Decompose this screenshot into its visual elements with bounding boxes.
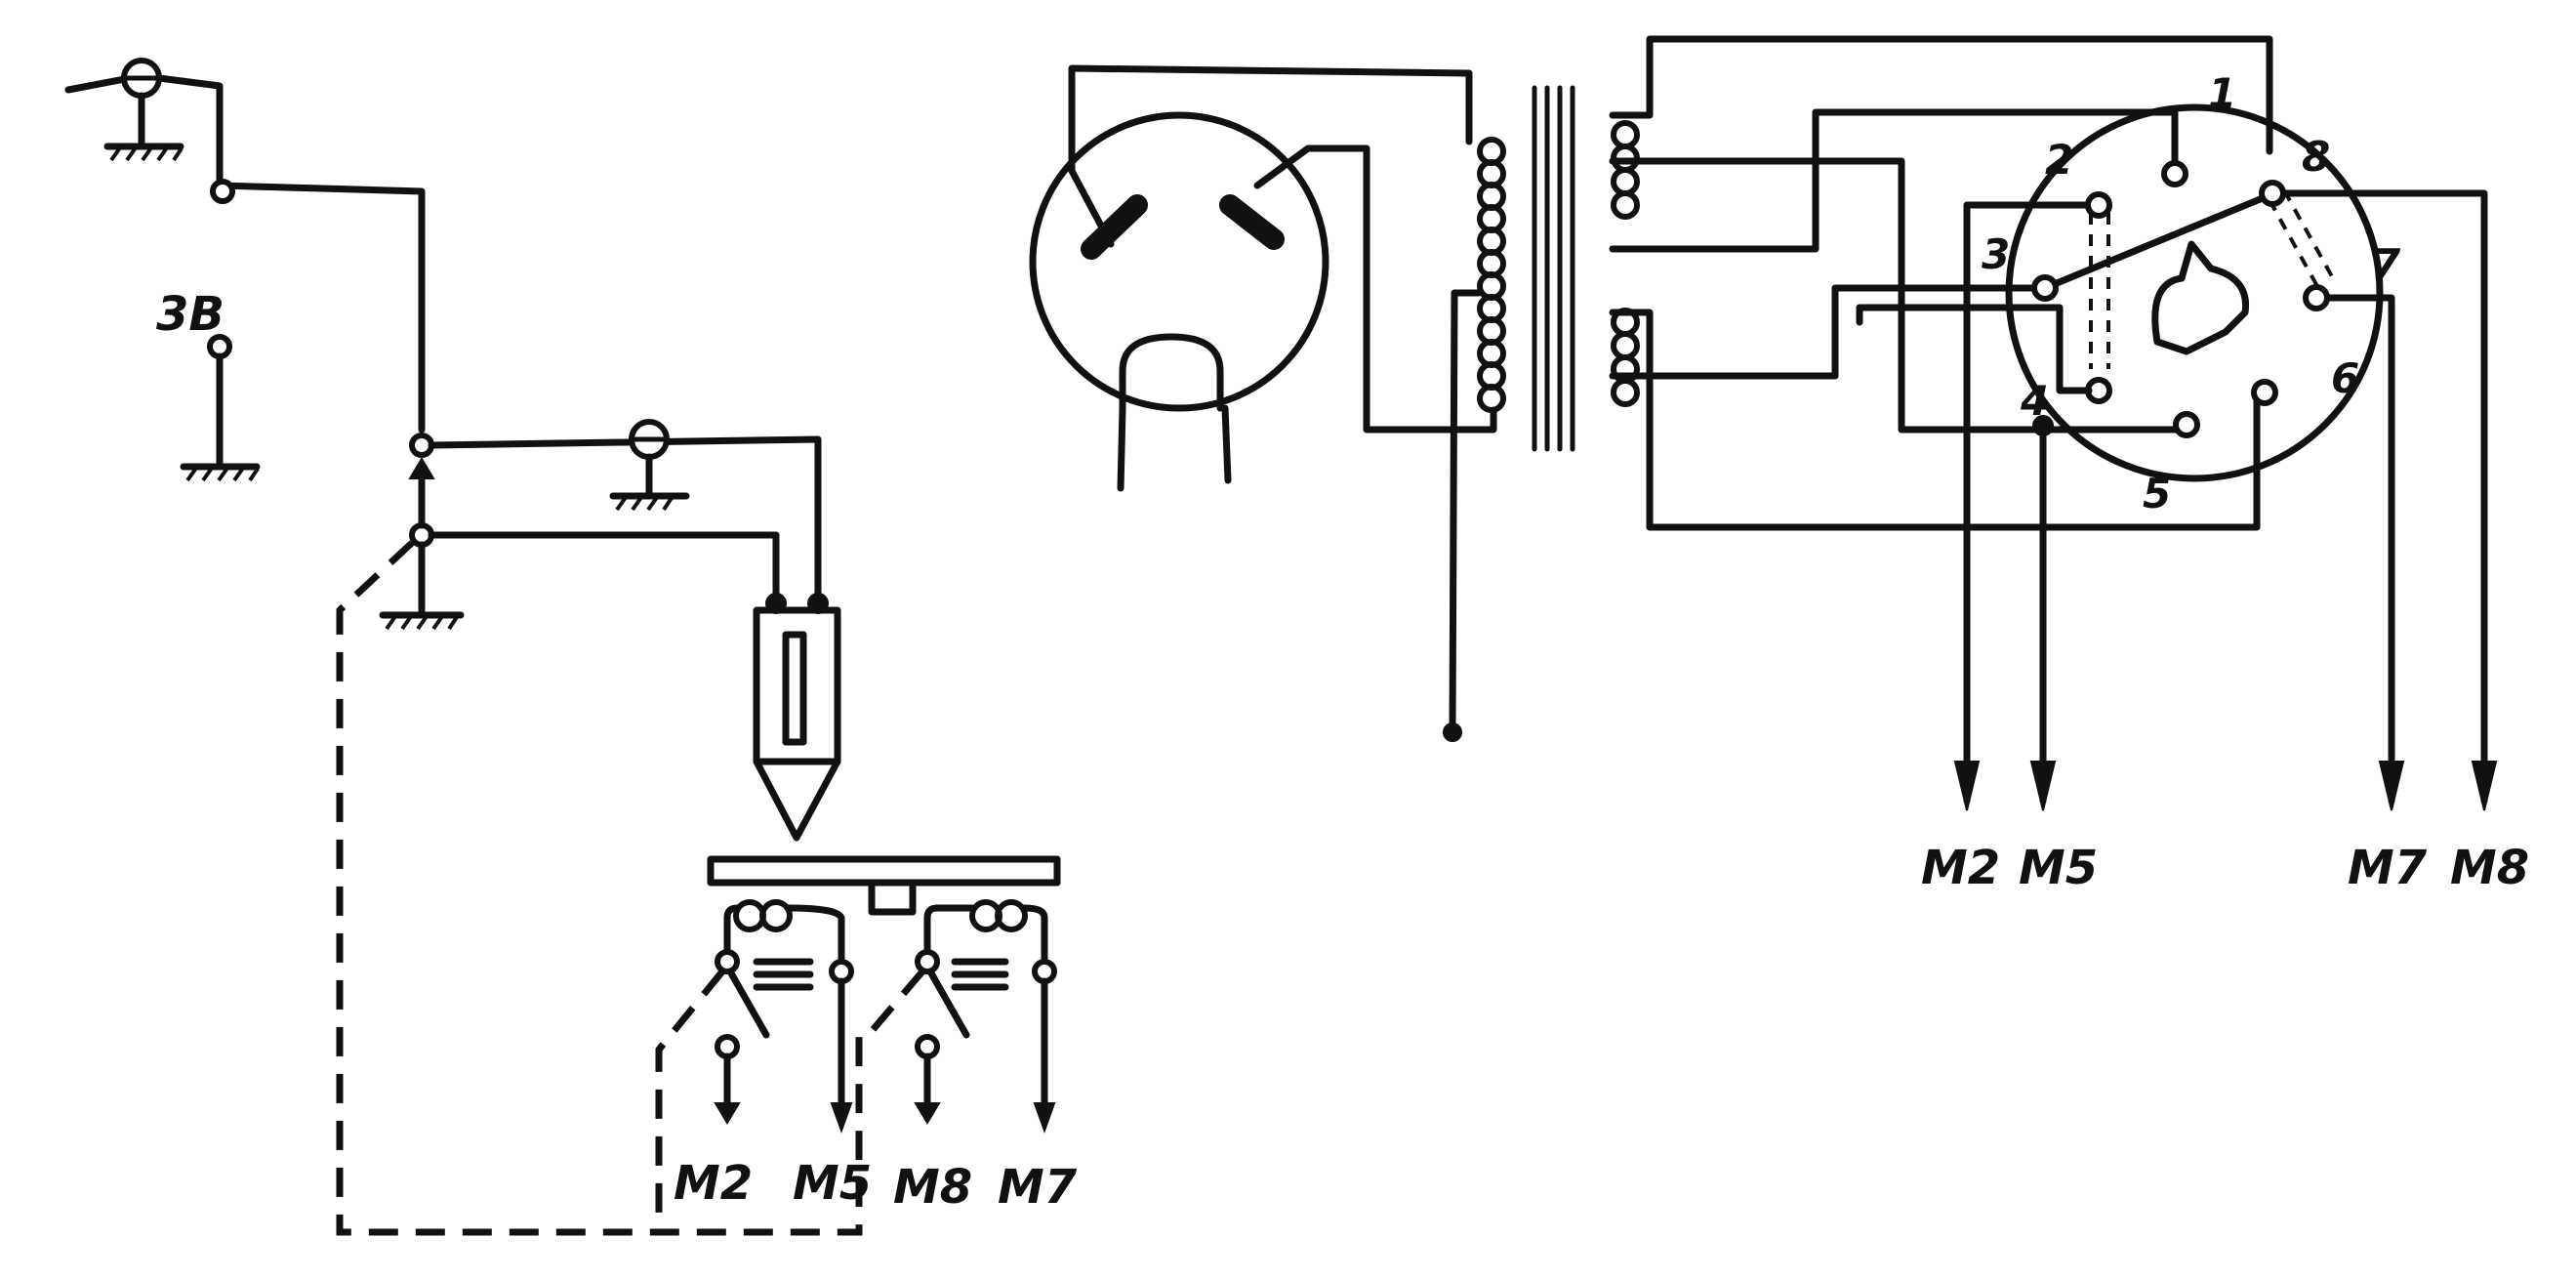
transformer-primary: [1443, 137, 1506, 742]
pin-8: 8: [2302, 133, 2330, 181]
label-left-m7: M7: [998, 1160, 1078, 1215]
turntable-bar: [707, 855, 1061, 916]
output-arrows: [1953, 761, 2498, 811]
pin-numbers: 1 2 3 4 5 6 7 8: [1982, 69, 2401, 517]
label-right-m8: M8: [2450, 841, 2529, 895]
label-right-m5: M5: [2019, 841, 2098, 895]
top-left-terminal: [64, 58, 426, 434]
label-left-m8: M8: [893, 1160, 972, 1215]
ground-symbol: [103, 143, 184, 162]
label-left-m2: M2: [674, 1156, 753, 1211]
label-left-m5: M5: [793, 1156, 872, 1211]
left-bottom-labels: M2 M5 M8 M7: [674, 1156, 1078, 1215]
pin-2: 2: [2045, 136, 2073, 184]
pin-6: 6: [2331, 354, 2359, 402]
vacuum-tube: [1029, 64, 1497, 492]
ground-3b: 3B: [156, 287, 261, 482]
ground-label: 3B: [156, 287, 225, 342]
rotary-switch: [1856, 103, 2488, 805]
pickup-cartridge: [753, 593, 841, 842]
label-right-m7: M7: [2348, 841, 2428, 895]
shielded-terminal: [609, 419, 690, 512]
pin-3: 3: [1982, 230, 2010, 278]
relay-right: [914, 899, 1057, 1134]
pin-5: 5: [2143, 470, 2171, 517]
pin-1: 1: [2208, 69, 2236, 117]
relay-left: [714, 899, 854, 1134]
label-right-m2: M2: [1921, 841, 2000, 895]
pin-7: 7: [2372, 240, 2401, 288]
dashed-control-lines: [336, 540, 925, 1236]
switch-junction: [379, 433, 822, 631]
right-circuit: 1 2 3 4 5 6 7 8 M2 M5 M7 M8: [1029, 35, 2529, 895]
right-output-labels: M2 M5 M7 M8: [1921, 841, 2529, 895]
pin-4: 4: [2020, 377, 2049, 425]
left-circuit: 3B: [64, 58, 1078, 1236]
transformer-core: [1532, 85, 1575, 452]
